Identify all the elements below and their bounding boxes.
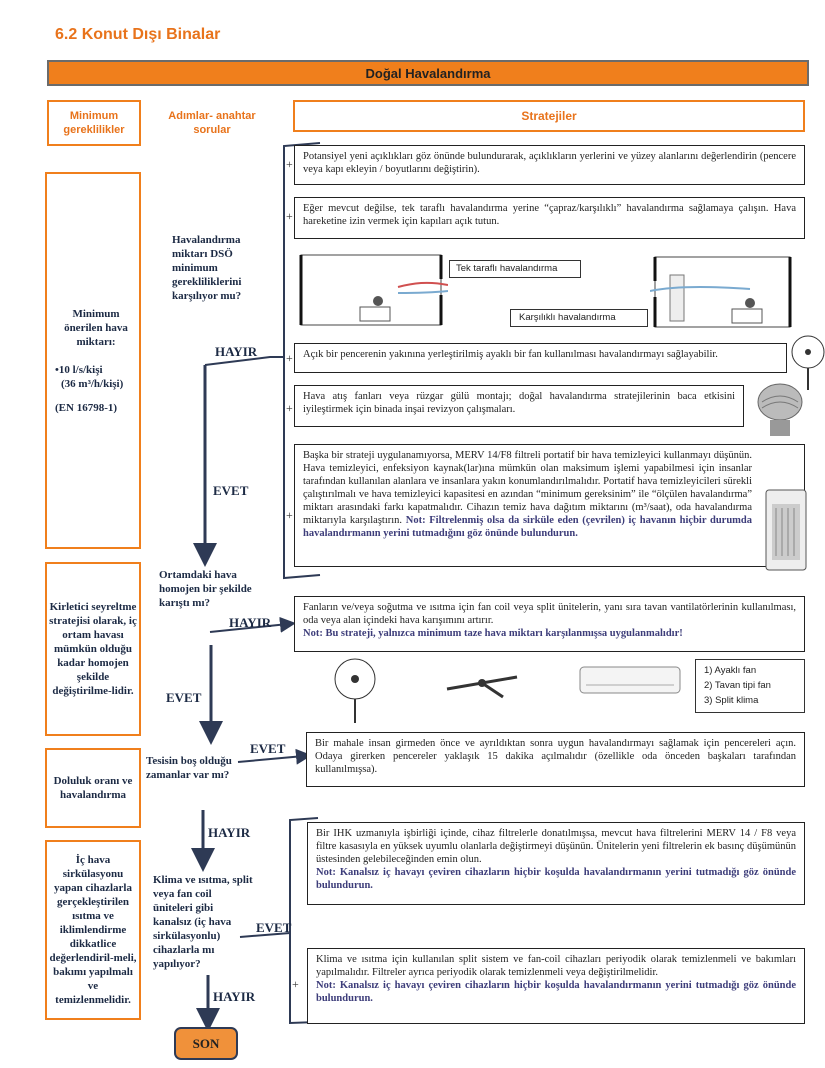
plus-marker: + (286, 157, 293, 171)
question-ventilation-rate: Havalandırma miktarı DSÖ minimum gerekli… (172, 234, 242, 302)
column-header-minimum: Minimum gereklilikler (47, 100, 141, 146)
banner-dogal-havalandirma: Doğal Havalandırma (47, 60, 809, 86)
strategy-portable-air-cleaner: Başka bir strateji uygulanamıyorsa, MERV… (294, 444, 805, 567)
note-ductless-1: Not: Kanalsız iç havayı çeviren cihazlar… (316, 867, 796, 891)
ceiling-fan-image (443, 667, 521, 701)
min-air-value-m3: (36 m³/h/kişi) (61, 377, 124, 390)
note-ductless-2: Not: Kanalsız iç havayı çeviren cihazlar… (316, 980, 796, 1004)
question-air-mixing: Ortamdaki hava homojen bir şekilde karış… (159, 569, 252, 609)
min-air-value: •10 l/s/kişi (55, 363, 103, 376)
column-header-steps: Adımlar- anahtar sorular (160, 100, 264, 146)
air-purifier-icon (762, 486, 810, 574)
standing-fan-image (330, 657, 380, 725)
strategy-roof-ventilator: Hava atış fanları veya rüzgar gülü monta… (294, 385, 744, 427)
recirculation-devices-box: İç hava sirkülasyonu yapan cihazlarla ge… (45, 840, 141, 1020)
occupancy-box: Doluluk oranı ve havalandırma (45, 748, 141, 828)
split-ac-image (578, 663, 682, 697)
label-single-sided: Tek taraflı havalandırma (449, 260, 581, 278)
single-sided-ventilation-image (298, 251, 449, 331)
plus-marker: + (286, 401, 293, 415)
strategy-cleaning-maintenance: Klima ve ısıtma için kullanılan split si… (307, 948, 805, 1024)
label-cross-ventilation: Karşılıklı havalandırma (510, 309, 648, 327)
flow-label-hayir-2: HAYIR (229, 615, 272, 630)
question-ductless-devices: Klima ve ısıtma, split veya fan coil üni… (153, 874, 253, 970)
strategy-cross-ventilation: Eğer mevcut değilse, tek taraflı havalan… (294, 197, 805, 239)
flow-label-hayir-4: HAYIR (213, 989, 256, 1004)
strategy-air-mixing-fans: Fanların ve/veya soğutma ve ısıtma için … (294, 596, 805, 652)
strategy-pedestal-fan: Açık bir pencerenin yakınına yerleştiril… (294, 343, 787, 373)
flow-label-hayir-1: HAYIR (215, 344, 258, 359)
legend-item: 1) Ayaklı fan (704, 665, 757, 676)
strategy-open-windows: Bir mahale insan girmeden önce ve ayrıld… (306, 732, 805, 787)
flow-label-hayir-3: HAYIR (208, 825, 251, 840)
plus-marker: + (286, 209, 293, 223)
legend-item: 2) Tavan tipi fan (704, 680, 771, 691)
dilution-strategy-box: Kirletici seyreltme stratejisi olarak, i… (45, 562, 141, 736)
note-min-fresh-air: Not: Bu strateji, yalnızca minimum taze … (303, 628, 683, 639)
strategy-filter-upgrade: Bir IHK uzmanıyla işbirliği içinde, ciha… (307, 822, 805, 905)
son-end-node: SON (174, 1027, 238, 1060)
section-title: 6.2 Konut Dışı Binalar (55, 26, 221, 43)
pedestal-fan-icon (786, 328, 825, 392)
flow-label-evet-4: EVET (256, 920, 292, 935)
plus-marker: + (286, 508, 293, 522)
question-empty-times: Tesisin boş olduğu zamanlar var mı? (146, 755, 232, 781)
device-legend: 1) Ayaklı fan 2) Tavan tipi fan 3) Split… (695, 659, 805, 713)
min-air-title: Minimum önerilen hava miktarı: (64, 307, 128, 348)
min-requirement-box: Minimum önerilen hava miktarı: •10 l/s/k… (45, 172, 141, 549)
cross-ventilation-image (649, 253, 795, 333)
min-air-standard: (EN 16798-1) (55, 401, 118, 414)
turbine-ventilator-icon (752, 380, 808, 438)
plus-marker: + (286, 351, 293, 365)
flow-label-evet-2: EVET (166, 690, 202, 705)
strategy-openings: Potansiyel yeni açıklıkları göz önünde b… (294, 145, 805, 185)
column-header-strategies: Stratejiler (293, 100, 805, 132)
plus-marker: + (292, 977, 299, 991)
flow-label-evet-1: EVET (213, 483, 249, 498)
legend-item: 3) Split klima (704, 695, 759, 706)
flow-label-evet-3: EVET (250, 741, 286, 756)
note-recirculated-air: Not: Filtrelenmiş olsa da sirküle eden (… (303, 515, 753, 539)
